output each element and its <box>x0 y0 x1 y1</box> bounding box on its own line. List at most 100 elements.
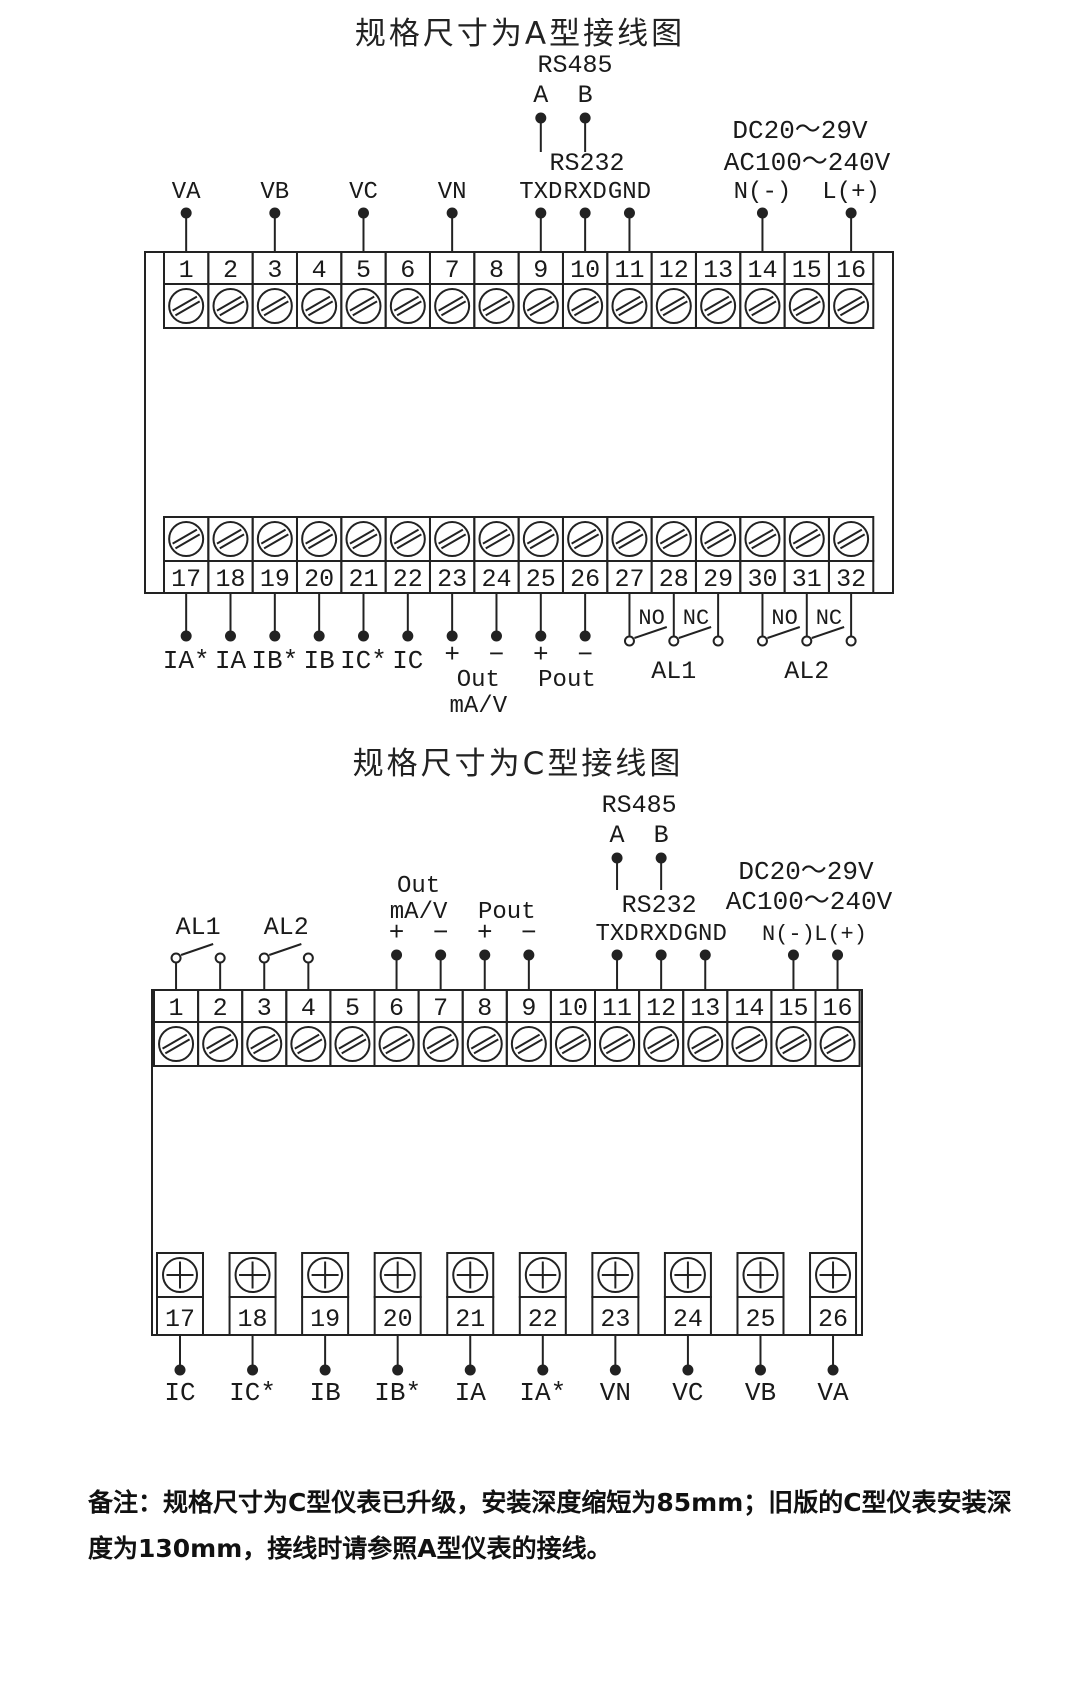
connection-dot <box>319 1364 331 1376</box>
wire-line <box>779 1033 805 1050</box>
terminal-2: 2 <box>207 251 254 329</box>
connection-dot <box>754 1364 766 1376</box>
terminal-17: 17 <box>163 516 210 594</box>
terminal-number: 32 <box>836 565 866 594</box>
terminal-number: 16 <box>823 994 853 1023</box>
slot-screw-icon <box>775 1026 812 1062</box>
pin-label: VN <box>438 179 467 206</box>
terminal-13: 13 <box>694 251 742 329</box>
wire-line <box>482 295 508 312</box>
slot-screw-icon <box>168 521 205 557</box>
wire-line <box>826 1038 852 1055</box>
relay-name-label: AL2 <box>784 657 829 686</box>
wire-line <box>172 295 198 312</box>
pin-label: VC <box>672 1378 703 1408</box>
slot-screw-icon <box>554 1026 591 1062</box>
wire-line <box>206 1033 232 1050</box>
wire-line <box>694 1038 720 1055</box>
wire-line <box>485 533 511 550</box>
slot-screw-icon <box>212 521 249 557</box>
wire-line <box>618 300 644 317</box>
wire-line <box>649 1038 676 1055</box>
slot-screw-icon <box>611 521 648 557</box>
terminal-number: 12 <box>646 994 676 1023</box>
terminal-15: 15 <box>770 989 817 1067</box>
rs485-b-label: B <box>654 821 669 850</box>
wire-line <box>208 1038 235 1055</box>
slot-screw-icon <box>168 288 205 324</box>
contact-terminal-circle <box>302 952 314 964</box>
terminal-number: 26 <box>818 1305 848 1334</box>
wire-line <box>704 528 730 545</box>
minus-label: − <box>521 918 537 948</box>
wire-line <box>253 1038 279 1055</box>
pin-label: IC* <box>229 1378 276 1408</box>
terminal-12: 12 <box>638 989 685 1067</box>
terminal-27: 27 <box>606 516 653 594</box>
slot-screw-icon <box>611 288 648 324</box>
terminal-number: 1 <box>169 994 184 1023</box>
terminal-16: 16 <box>814 989 861 1067</box>
wire-line <box>529 300 555 317</box>
wire-line <box>393 528 420 545</box>
terminal-box <box>827 283 875 329</box>
wire-line <box>526 528 553 545</box>
wire-line <box>615 295 641 312</box>
terminal-number: 19 <box>260 565 290 594</box>
wire-line <box>811 626 845 639</box>
terminal-number: 7 <box>433 994 448 1023</box>
pin-ib: IB* <box>251 593 298 676</box>
terminal-number: 10 <box>570 256 600 285</box>
terminal-number: 13 <box>690 994 720 1023</box>
wire-line <box>438 528 464 545</box>
power-ac-label: AC100～240V <box>724 148 891 178</box>
pout-label: Pout <box>538 667 596 694</box>
slot-screw-icon <box>478 288 515 324</box>
connection-dot <box>269 630 281 642</box>
wire-line <box>615 528 641 545</box>
slot-screw-icon <box>158 1026 195 1062</box>
wire-line <box>440 533 467 550</box>
terminal-number: 31 <box>792 565 822 594</box>
wire-line <box>514 1033 541 1050</box>
contact-terminal-circle <box>801 635 813 647</box>
wire-line <box>429 1038 455 1055</box>
connection-dot <box>464 1364 476 1376</box>
wire-line <box>561 1038 587 1055</box>
pin-label: TXD <box>595 921 638 948</box>
wire-line <box>164 1038 191 1055</box>
connection-dot <box>579 630 591 642</box>
pin-label: L(+) <box>822 179 880 206</box>
terminal-11: 11 <box>594 989 641 1067</box>
connection-dot <box>827 1364 839 1376</box>
terminal-number: 15 <box>778 994 808 1023</box>
wire-line <box>605 1038 632 1055</box>
pin-rxd: RXD <box>564 179 607 252</box>
wire-line <box>338 1033 364 1050</box>
terminal-22: 22 <box>518 1252 567 1336</box>
pin-label: N(-) <box>734 179 792 206</box>
wire-line <box>349 528 375 545</box>
pin-label: IB <box>310 1378 341 1408</box>
contact-terminal-circle <box>170 952 182 964</box>
pin-va: VA <box>817 1335 849 1408</box>
wire-line <box>250 1033 276 1050</box>
slot-screw-icon <box>389 288 426 324</box>
terminal-number: 4 <box>301 994 316 1023</box>
connection-dot <box>402 630 414 642</box>
terminal-5: 5 <box>340 251 387 329</box>
no-label: NO <box>638 606 664 631</box>
wire-line <box>823 1033 849 1050</box>
wire-line <box>792 528 819 545</box>
terminal-number: 28 <box>659 565 689 594</box>
pout-label: Pout <box>478 899 536 926</box>
wire-line <box>573 533 600 550</box>
wire-line <box>307 300 334 317</box>
terminal-number: 7 <box>445 256 460 285</box>
slot-screw-icon <box>256 521 293 557</box>
plus-label: + <box>444 640 460 670</box>
wire-line <box>706 533 733 550</box>
pin-label: N(-) <box>762 922 815 947</box>
